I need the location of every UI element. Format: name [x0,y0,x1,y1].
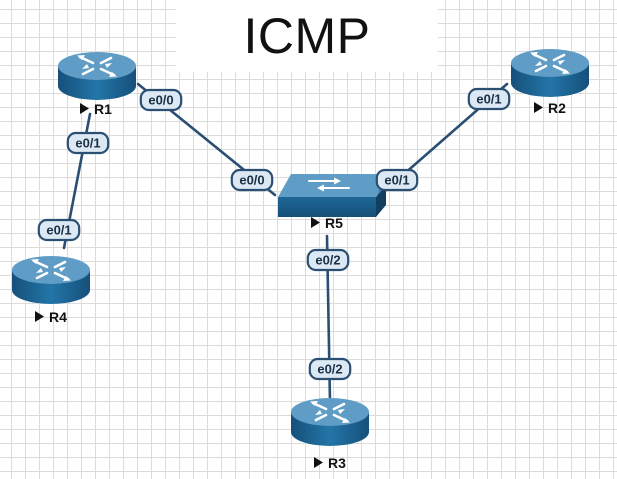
node-label: R2 [548,100,566,116]
router-icon[interactable] [10,254,92,306]
play-icon[interactable] [35,311,44,322]
port-label-text: e0/1 [476,92,501,107]
router-icon[interactable] [509,47,591,99]
node-r2[interactable]: R2 [509,47,591,116]
diagram-title: ICMP [243,8,371,64]
title-box: ICMP [176,0,438,72]
node-label: R3 [328,455,346,471]
node-r1[interactable]: R1 [56,50,138,117]
port-label-box [230,168,274,192]
port-label-text: e0/0 [239,173,264,188]
node-label: R4 [49,309,67,325]
port-label-box [306,248,350,272]
port-label-text: e0/1 [384,173,409,188]
router-icon[interactable] [289,396,371,448]
port-label-r5: e0/2 [306,248,350,272]
port-label-r4: e0/1 [37,218,81,242]
port-label-box [467,87,511,111]
play-icon[interactable] [311,217,320,228]
port-label-r2: e0/1 [467,87,511,111]
play-icon[interactable] [80,103,89,114]
port-label-text: e0/1 [75,136,100,151]
node-label: R5 [325,215,343,231]
port-label-box [66,131,110,155]
router-icon[interactable] [56,50,138,102]
node-label: R1 [94,101,112,117]
links [62,82,509,404]
node-r3[interactable]: R3 [289,396,371,471]
port-label-r1: e0/0 [139,88,183,112]
port-label-box [308,357,352,381]
port-labels: e0/0 e0/0 e0/1 e0/1 e0/2 e0/2 e0/1 e0/1 [37,87,511,381]
port-label-text: e0/2 [315,253,340,268]
node-r4[interactable]: R4 [10,254,92,325]
play-icon[interactable] [534,102,543,113]
port-label-r3: e0/2 [308,357,352,381]
port-label-text: e0/1 [46,223,71,238]
port-label-box [37,218,81,242]
port-label-box [139,88,183,112]
switch-icon[interactable] [277,173,387,218]
node-r5[interactable]: R5 [277,173,387,231]
port-label-text: e0/2 [317,362,342,377]
port-label-text: e0/0 [148,93,173,108]
play-icon[interactable] [314,457,323,468]
port-label-box [375,168,419,192]
port-label-r5: e0/1 [375,168,419,192]
port-label-r5: e0/0 [230,168,274,192]
port-label-r1: e0/1 [66,131,110,155]
